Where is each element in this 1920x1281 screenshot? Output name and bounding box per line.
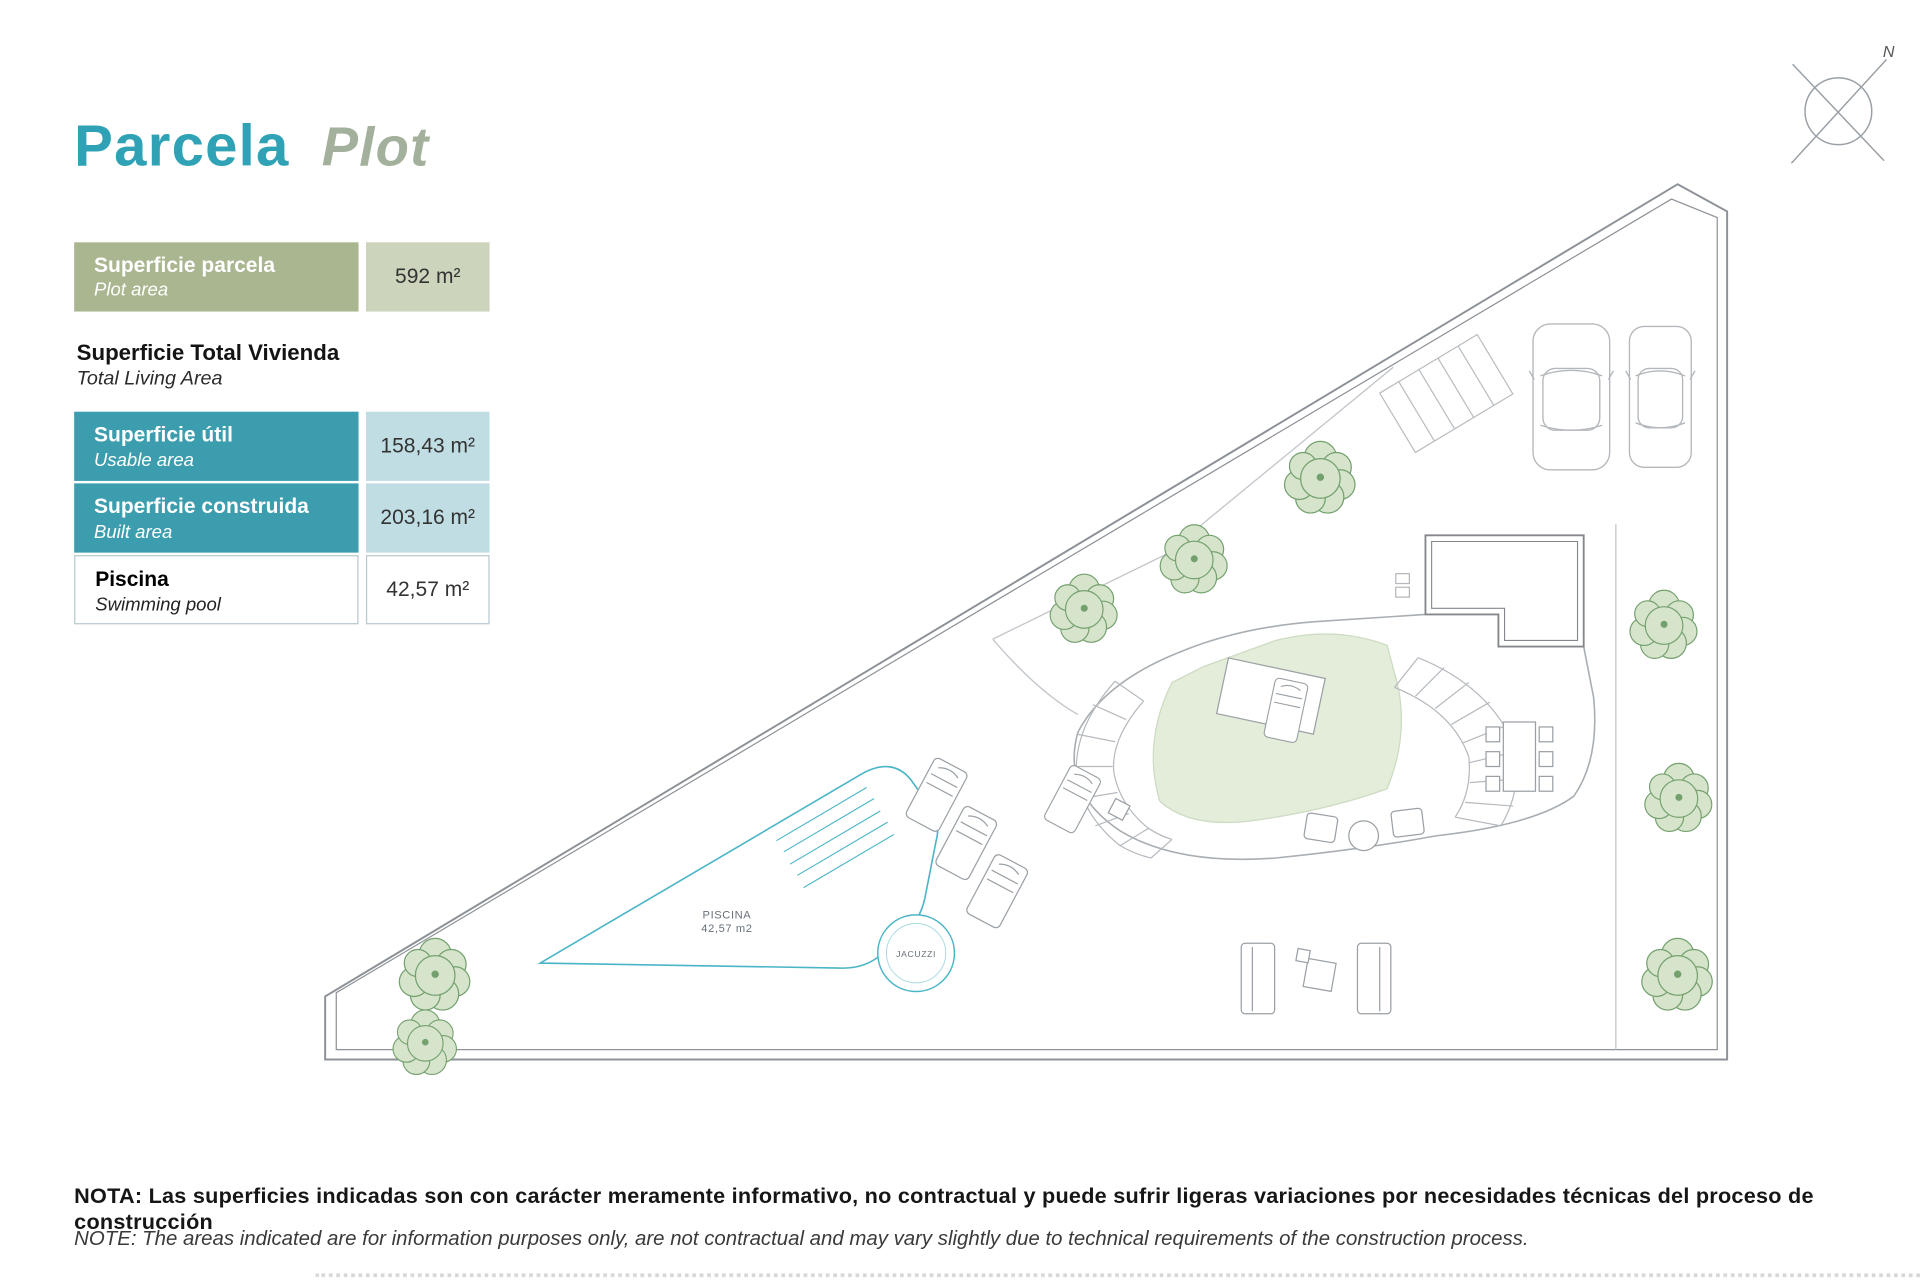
compass-north-label: N [1883, 43, 1895, 61]
lawn-lounger [1215, 657, 1326, 744]
built-area-label-cell: Superficie construida Built area [74, 483, 359, 553]
usable-area-value: 158,43 m² [365, 412, 490, 482]
pool-area-value: 42,57 m² [365, 555, 490, 625]
jacuzzi: JACUZZI [877, 914, 956, 993]
pool-area-label-es: Piscina [95, 567, 169, 592]
car-1 [1528, 323, 1614, 471]
pool-label: PISCINA [703, 910, 752, 922]
equipment-units [1395, 573, 1411, 598]
garden-furniture [1240, 942, 1392, 1015]
site-plan: PISCINA 42,57 m2 JACUZZI [324, 183, 1729, 1076]
tree-icon [1159, 524, 1228, 594]
tree-icon [392, 1009, 457, 1076]
living-heading-en: Total Living Area [76, 367, 223, 389]
house [1424, 534, 1585, 648]
pool-steps [776, 787, 895, 889]
usable-area-row: Superficie útil Usable area 158,43 m² [74, 412, 494, 482]
plot-area-row: Superficie parcela Plot area 592 m² [74, 242, 494, 312]
built-area-label-es: Superficie construida [93, 494, 309, 519]
pool-area-label: 42,57 m2 [701, 923, 752, 935]
tree-icon [1283, 440, 1356, 514]
living-heading-es: Superficie Total Vivienda [76, 339, 340, 365]
note-english: NOTE: The areas indicated are for inform… [74, 1227, 1529, 1250]
entry-steps [1378, 333, 1514, 454]
page-edge-line [315, 1273, 1920, 1278]
pool-area-label-en: Swimming pool [95, 594, 221, 616]
pool-area-row: Piscina Swimming pool 42,57 m² [74, 555, 494, 625]
title-spanish: Parcela [74, 112, 290, 179]
area-table: Superficie parcela Plot area 592 m² Supe… [74, 242, 494, 627]
plot-area-value: 592 m² [365, 242, 490, 312]
usable-area-label-es: Superficie útil [93, 423, 233, 447]
built-area-value: 203,16 m² [365, 483, 490, 553]
total-living-area-heading: Superficie Total Vivienda Total Living A… [77, 339, 495, 393]
jacuzzi-label: JACUZZI [896, 949, 936, 959]
note-spanish: NOTA: Las superficies indicadas son con … [74, 1183, 1814, 1234]
tree-icon [1049, 573, 1118, 643]
page-title: Parcela Plot [74, 111, 429, 179]
lounge-furniture [1303, 807, 1425, 852]
tree-icon [1644, 762, 1713, 833]
usable-area-label-en: Usable area [93, 449, 194, 471]
sun-loungers [903, 755, 1131, 931]
built-area-row: Superficie construida Built area 203,16 … [74, 483, 494, 553]
dining-set [1485, 721, 1554, 792]
plot-area-label-en: Plot area [93, 279, 169, 301]
pool-area-label-cell: Piscina Swimming pool [74, 555, 359, 625]
title-english: Plot [321, 117, 430, 179]
built-area-label-en: Built area [93, 521, 173, 543]
swimming-pool [537, 765, 939, 969]
terrace-outline [1073, 613, 1596, 861]
plot-boundary [324, 183, 1729, 1061]
tree-icon [1629, 589, 1698, 659]
plot-area-label-es: Superficie parcela [93, 253, 276, 277]
compass-icon: N [1790, 43, 1895, 164]
plot-area-label-cell: Superficie parcela Plot area [74, 242, 359, 312]
tree-icon [1641, 937, 1713, 1011]
usable-area-label-cell: Superficie útil Usable area [74, 412, 359, 482]
car-2 [1625, 325, 1696, 469]
